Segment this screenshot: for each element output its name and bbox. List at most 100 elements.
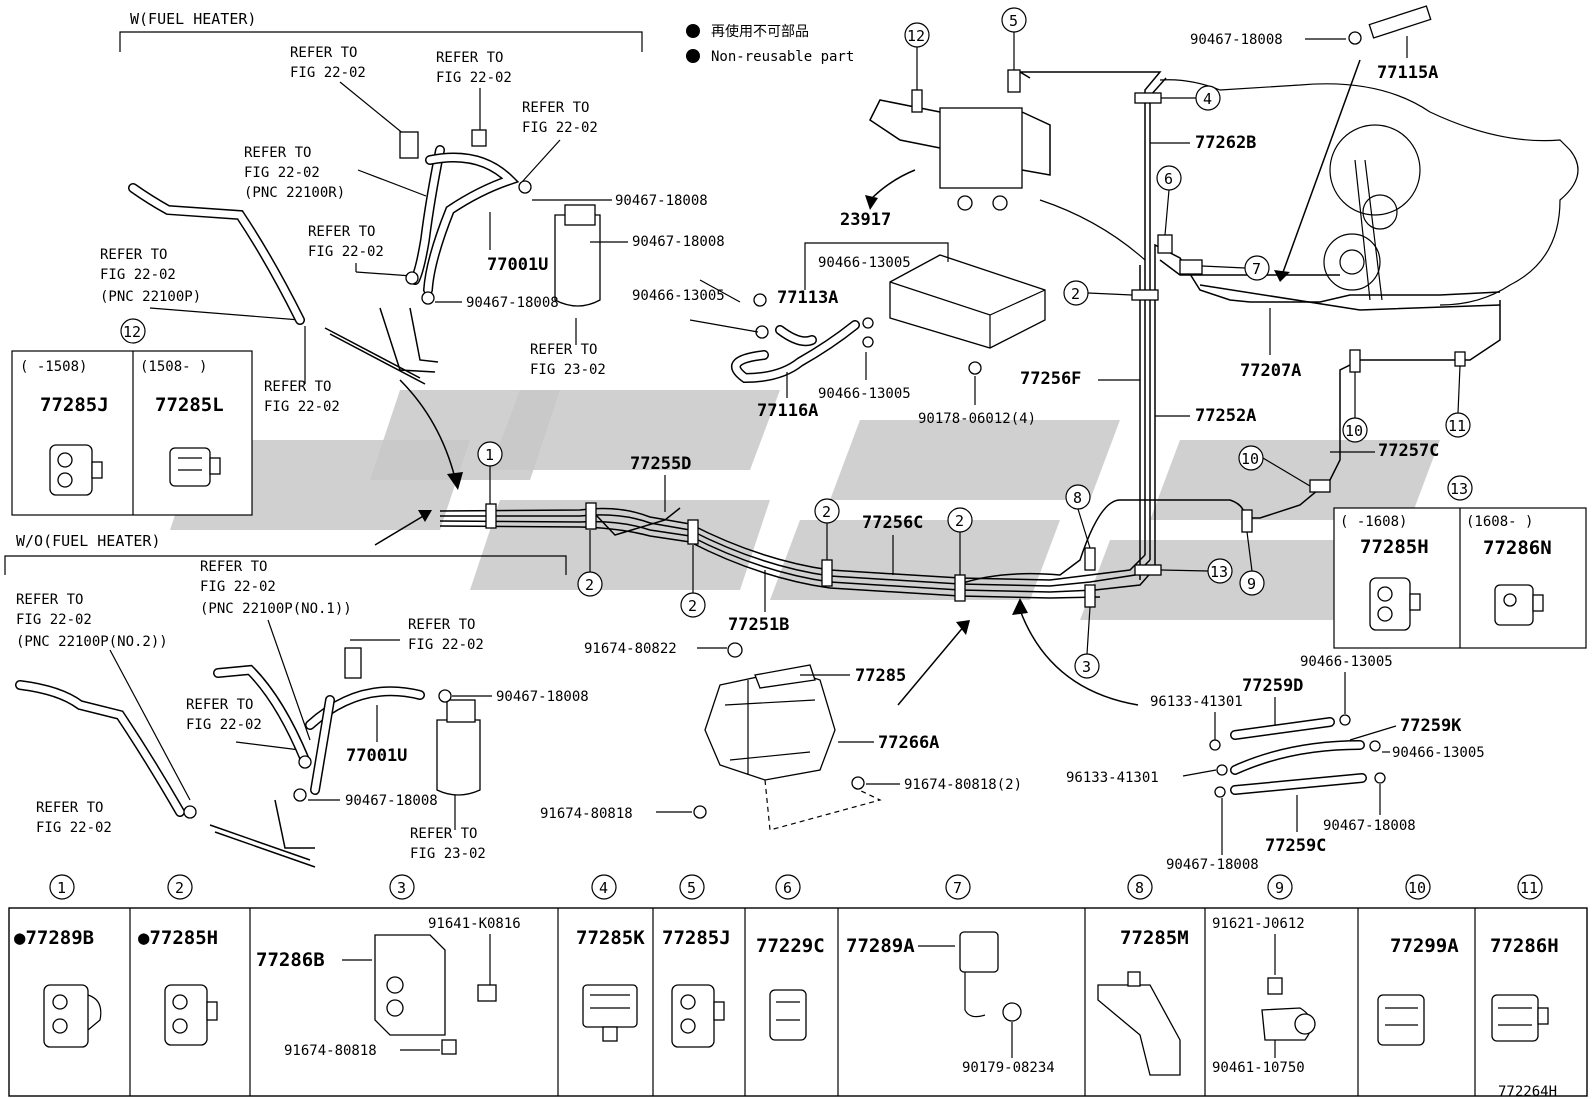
box13-range-2: (1608- )	[1466, 514, 1533, 530]
table-col-num: 1	[57, 879, 66, 897]
variant-box-12: 12 ( -1508) (1508- ) 77285J 77285L	[11, 318, 253, 516]
part-label: 77259K	[1400, 716, 1462, 736]
box13-part-2: 77286N	[1483, 537, 1552, 559]
part-labels: 90467-18008 90467-18008 90467-18008 7700…	[308, 32, 1485, 873]
table-sub-part: 90461-10750	[1212, 1060, 1305, 1076]
section-without-heater: W/O(FUEL HEATER)	[4, 532, 567, 575]
section-with-heater-title: W(FUEL HEATER)	[130, 10, 256, 28]
legend: 再使用不可部品 Non-reusable part	[686, 23, 854, 65]
part-label: 23917	[840, 210, 891, 230]
table-part: 77286B	[256, 949, 325, 971]
callout-1: 1	[485, 446, 494, 464]
part-label: 90467-18008	[345, 793, 438, 809]
box13-number: 13	[1450, 480, 1468, 498]
box12-number: 12	[123, 323, 141, 341]
part-label: 91674-80822	[584, 641, 677, 657]
part-label: 77285	[855, 666, 906, 686]
part-label: 90467-18008	[632, 234, 725, 250]
hose-77115a	[1368, 5, 1432, 39]
upper-box-component	[869, 99, 1051, 211]
table-col-num: 5	[687, 879, 696, 897]
clamp-77289a-icon	[959, 931, 1022, 1022]
callout-8: 8	[1073, 489, 1082, 507]
fuel-heater-assembly-lower	[15, 647, 481, 868]
table-part: 77299A	[1390, 935, 1459, 957]
table-part: ●77285H	[138, 927, 218, 949]
table-sub-part: 90179-08234	[962, 1060, 1055, 1076]
table-col-num: 6	[783, 879, 792, 897]
clip-90467-icon	[1348, 31, 1362, 45]
part-label: 90467-18008	[1323, 818, 1416, 834]
callout-5: 5	[1009, 12, 1018, 30]
part-label: 91674-80818	[540, 806, 633, 822]
part-label: 90178-06012(4)	[918, 411, 1036, 427]
part-label: 77257C	[1378, 441, 1439, 461]
clamp-77285h-icon	[164, 984, 218, 1046]
canister-module	[889, 254, 1046, 375]
part-label: 77001U	[487, 255, 548, 275]
part-label: 90466-13005	[818, 386, 911, 402]
section-with-heater: W(FUEL HEATER)	[119, 10, 643, 52]
clamp-77285h-icon	[1369, 577, 1421, 631]
table-sub-part: 91674-80818	[284, 1043, 377, 1059]
table-part: 77285J	[662, 927, 731, 949]
table-part: 77285K	[576, 927, 645, 949]
box13-part-1: 77285H	[1360, 536, 1429, 558]
part-label: 77252A	[1195, 406, 1256, 426]
part-label: 91674-80818(2)	[904, 777, 1022, 793]
leader-lines	[109, 81, 577, 830]
clamp-77289b-icon	[43, 984, 102, 1048]
callout-10: 10	[1241, 450, 1259, 468]
clamp-77285j-icon	[671, 984, 725, 1048]
callout-2: 2	[1071, 285, 1080, 303]
clamp-77285l-icon	[169, 447, 221, 487]
table-col-num: 4	[599, 879, 608, 897]
table-part: ●77289B	[14, 927, 94, 949]
part-label: 77266A	[878, 733, 939, 753]
part-label: 90466-13005	[818, 255, 911, 271]
clamp-77229c-icon	[769, 989, 807, 1041]
table-part: 77286H	[1490, 935, 1559, 957]
hoses-77259	[1209, 714, 1386, 798]
table-col-num: 10	[1408, 879, 1426, 897]
part-label: 77207A	[1240, 361, 1301, 381]
box12-range-2: (1508- )	[140, 359, 207, 375]
bracket-77286b-icon	[374, 934, 497, 1055]
non-reusable-dot-icon	[686, 24, 700, 38]
clamp-77285k-icon	[582, 984, 638, 1042]
fuel-tank-outline	[1039, 79, 1579, 306]
part-label: 77251B	[728, 615, 789, 635]
table-part: 77229C	[756, 935, 825, 957]
box12-part-2: 77285L	[155, 394, 224, 416]
box13-range-1: ( -1608)	[1340, 514, 1407, 530]
protector-77266a	[693, 642, 882, 831]
table-part: 77289A	[846, 935, 915, 957]
part-label: 77255D	[630, 454, 691, 474]
figure-code: 772264H	[1498, 1084, 1557, 1099]
part-label: 77256F	[1020, 369, 1081, 389]
table-col-num: 2	[175, 879, 184, 897]
table-col-num: 8	[1135, 879, 1144, 897]
hose-77116a	[731, 293, 874, 384]
callout-2: 2	[688, 597, 697, 615]
table-col-num: 9	[1275, 879, 1284, 897]
clamp-77285m-icon	[1097, 971, 1181, 1076]
table-sub-part: 91621-J0612	[1212, 916, 1305, 932]
direction-arrows	[374, 59, 1361, 706]
part-label: 96133-41301	[1066, 770, 1159, 786]
table-col-num: 3	[397, 879, 406, 897]
part-label: 96133-41301	[1150, 694, 1243, 710]
table-col-num: 11	[1520, 879, 1538, 897]
callout-4: 4	[1203, 90, 1212, 108]
clamp-77299a-icon	[1377, 994, 1425, 1046]
